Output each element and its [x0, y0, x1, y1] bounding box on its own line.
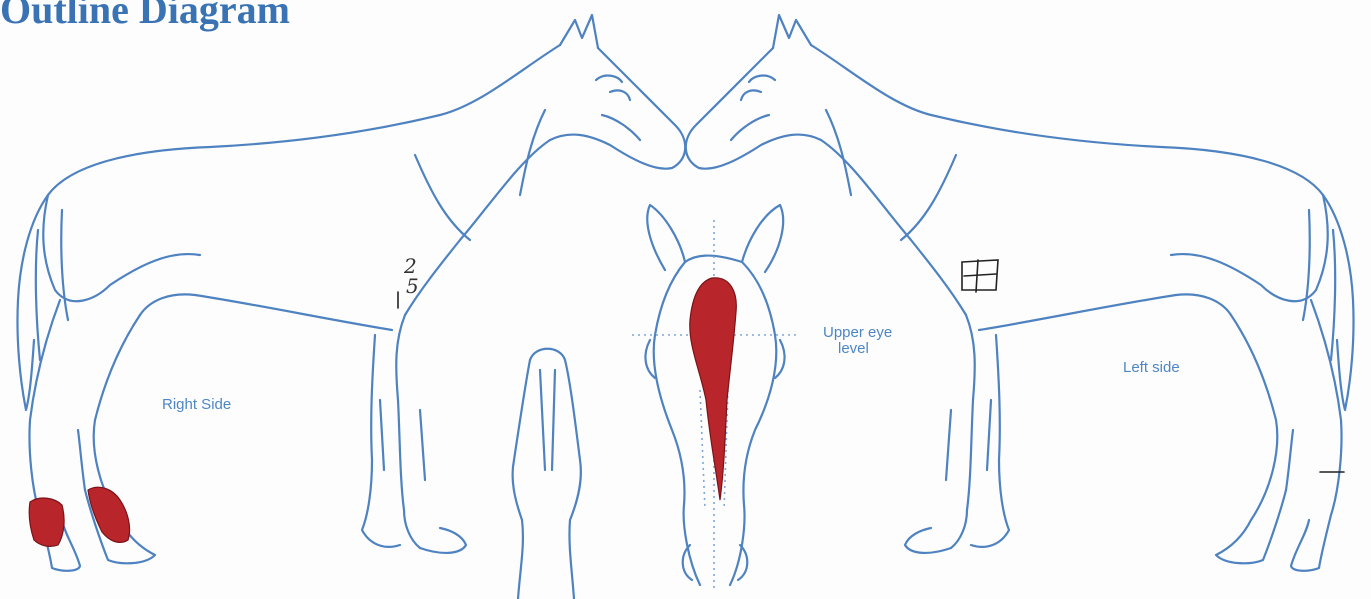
- left-side-horse-outline: [686, 15, 1354, 571]
- front-head-outline: [632, 205, 800, 590]
- right-side-label: Right Side: [162, 397, 231, 412]
- blaze-marking: [690, 278, 737, 500]
- hind-leg-marking-2: [88, 487, 130, 542]
- upper-eye-level-label-line2: level: [838, 341, 869, 356]
- left-side-whorl-symbol: [962, 260, 998, 292]
- right-side-horse-outline: [17, 15, 685, 571]
- right-side-number-bottom: 5: [406, 278, 419, 295]
- left-side-label: Left side: [1123, 360, 1180, 375]
- right-side-number-top: 2: [404, 258, 417, 275]
- hind-leg-marking-1: [29, 498, 64, 546]
- upper-eye-level-label-line1: Upper eye: [823, 325, 892, 340]
- front-neck-outline: [513, 349, 581, 599]
